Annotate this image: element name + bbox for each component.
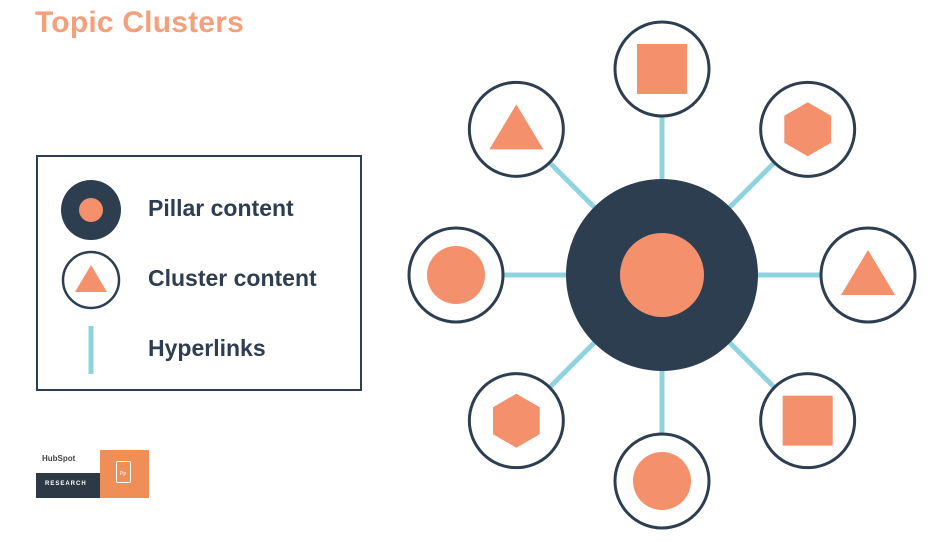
cluster-bottom-circle-icon — [633, 452, 691, 510]
legend-label-hyperlink: Hyperlinks — [148, 335, 266, 361]
cluster-top-right — [759, 80, 857, 178]
cluster-bottom — [613, 432, 711, 530]
pillar-inner-circle-icon — [620, 233, 704, 317]
legend-item-hyperlink: Hyperlinks — [38, 320, 360, 380]
logo-tagline: RESEARCH — [45, 481, 87, 487]
document-icon: Pp — [116, 461, 131, 483]
pillar-icon — [61, 180, 121, 240]
logo-brand: HubSpot — [42, 454, 76, 463]
hyperlink-lines — [504, 117, 820, 433]
cluster-top-left — [467, 80, 565, 178]
cluster-nodes — [407, 20, 917, 530]
cluster-top-square-icon — [637, 44, 687, 94]
pillar-content-node — [566, 179, 758, 371]
cluster-bottom-left — [467, 372, 565, 470]
cluster-bottom-right-square-icon — [782, 395, 833, 446]
hyperlink-cluster-top-left — [548, 161, 601, 214]
cluster-bottom-left-hexagon-icon — [493, 393, 540, 448]
cluster-top-right-hexagon-icon — [784, 102, 831, 157]
hyperlink-cluster-top-right — [723, 161, 776, 214]
cluster-left — [407, 226, 505, 324]
hyperlink-icon — [88, 326, 94, 374]
page-title: Topic Clusters — [35, 6, 244, 39]
cluster-top-left-triangle-icon — [489, 104, 544, 150]
legend-item-cluster: Cluster content — [38, 250, 360, 310]
cluster-left-circle-icon — [427, 246, 485, 304]
legend-label-pillar: Pillar content — [148, 195, 294, 221]
cluster-top — [613, 20, 711, 118]
hyperlink-cluster-bottom-right — [723, 336, 776, 389]
cluster-right — [819, 226, 917, 324]
cluster-right-triangle-icon — [841, 250, 895, 295]
cluster-icon — [61, 250, 121, 310]
cluster-bottom-right — [759, 372, 857, 470]
legend-label-cluster: Cluster content — [148, 265, 317, 291]
hubspot-research-logo: HubSpot RESEARCH Pp — [36, 450, 149, 498]
legend-item-pillar: Pillar content — [38, 180, 360, 240]
hyperlink-cluster-bottom-left — [548, 336, 601, 389]
legend: Pillar content Cluster content Hyperlink… — [36, 155, 362, 391]
